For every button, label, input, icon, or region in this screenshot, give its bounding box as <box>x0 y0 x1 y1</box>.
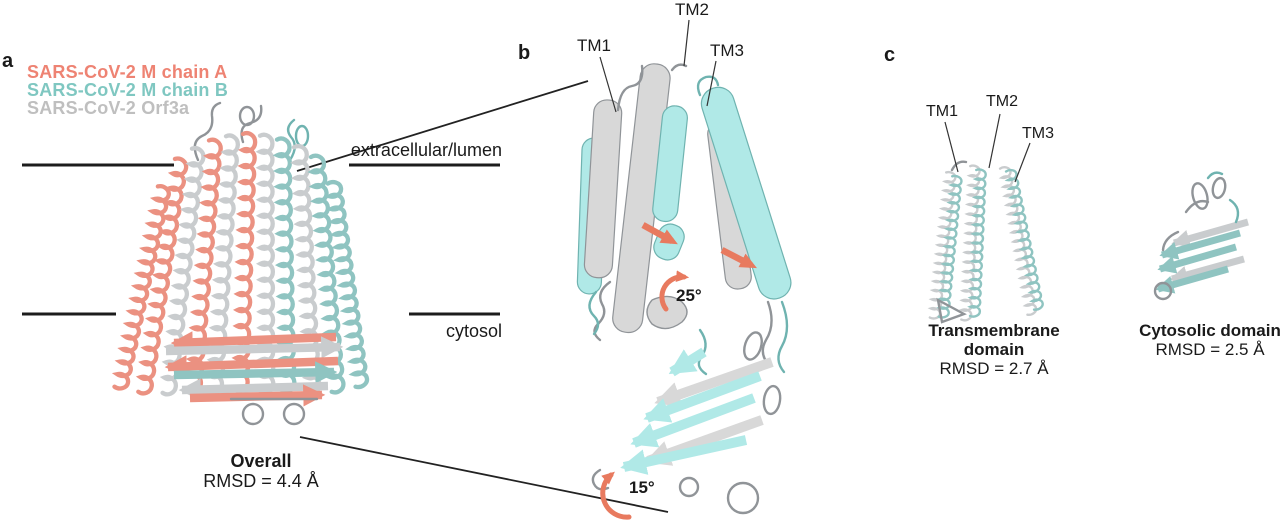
beta-strand <box>178 378 329 401</box>
panel-b-label: b <box>518 42 531 64</box>
loop-coil <box>238 105 256 127</box>
rotation-angle-upper: 25° <box>676 286 702 305</box>
loop-coil <box>761 300 773 368</box>
beta-strand <box>654 357 774 407</box>
loop-coil <box>286 118 296 162</box>
tm3-leader-line <box>706 60 717 107</box>
shift-arrow-upper <box>641 222 678 245</box>
bottom-loop <box>1153 281 1173 301</box>
bottom-loop <box>726 481 760 515</box>
loop-coil <box>670 63 688 72</box>
loop-coil <box>950 160 968 172</box>
bottom-loop <box>936 297 967 324</box>
loop-coil <box>1211 176 1227 200</box>
cytosolic-domain-caption: Cytosolic domain RMSD = 2.5 Å <box>1112 321 1280 359</box>
bottom-loop <box>678 476 700 498</box>
beta-strand <box>170 331 337 354</box>
membrane-lines <box>22 163 500 316</box>
beta-strand <box>164 355 339 378</box>
helix-orf3a <box>252 134 281 393</box>
panel-c-transmembrane-structure <box>928 113 1051 324</box>
transmembrane-domain-title: Transmembrane domain <box>928 321 1060 359</box>
tm3-leader-line <box>1014 142 1031 183</box>
beta-strand <box>1169 255 1245 284</box>
panel-a-structure <box>114 101 375 426</box>
panel-c-tm1-label: TM1 <box>926 103 958 120</box>
panel-b-tm3-label: TM3 <box>710 41 744 60</box>
loop-coil <box>777 300 789 374</box>
tm1-helix-orf3a <box>583 99 623 279</box>
legend-item-chain-b: SARS-CoV-2 M chain B <box>27 80 229 100</box>
beta-strand <box>165 336 344 359</box>
loop-coil <box>1184 199 1210 214</box>
loop-coil <box>1161 230 1180 252</box>
panel-c-cytosolic-structure <box>1153 171 1249 301</box>
panel-c-label: c <box>884 44 896 66</box>
panel-link-line-bottom <box>299 436 669 513</box>
tm1-leader-line <box>599 56 617 113</box>
legend-item-orf3a: SARS-CoV-2 Orf3a <box>27 98 190 118</box>
panel-b-structure <box>576 19 792 520</box>
helix-chain-a <box>114 184 170 391</box>
loop-coil <box>1191 182 1209 210</box>
loop-coil <box>743 331 763 361</box>
loop-coil <box>762 384 782 416</box>
hinge-lobe <box>646 295 688 330</box>
panel-a-caption-rmsd: RMSD = 4.4 Å <box>203 471 319 491</box>
bottom-loop <box>282 402 306 426</box>
panel-a-label: a <box>2 50 14 72</box>
panel-a-caption: Overall RMSD = 4.4 Å <box>176 451 346 491</box>
panel-a-caption-title: Overall <box>230 451 292 471</box>
loop-coil <box>1228 198 1240 224</box>
transmembrane-domain-rmsd: RMSD = 2.7 Å <box>939 359 1049 378</box>
cytosolic-domain-title: Cytosolic domain <box>1139 321 1280 340</box>
panel-b-tm2-label: TM2 <box>675 0 709 19</box>
panel-c-tm3-label: TM3 <box>1022 125 1054 142</box>
bottom-loop <box>241 402 265 426</box>
tm2-leader-line <box>988 113 1001 169</box>
tm2-leader-line <box>683 19 690 67</box>
beta-strand <box>189 384 326 407</box>
helix-chain-b <box>998 167 1051 312</box>
cytosolic-domain-rmsd: RMSD = 2.5 Å <box>1155 340 1265 359</box>
loop-coil <box>588 290 600 336</box>
beta-strand <box>643 371 762 423</box>
rotation-arrow-25 <box>659 270 690 312</box>
panel-link-line-top <box>296 80 589 172</box>
beta-strand <box>1171 218 1249 248</box>
panel-b-tm1-label: TM1 <box>577 36 611 55</box>
transmembrane-domain-caption: Transmembrane domain RMSD = 2.7 Å <box>896 321 1092 378</box>
membrane-bottom-label: cytosol <box>445 321 502 341</box>
loop-coil <box>1206 171 1224 180</box>
beta-strand <box>1157 243 1237 274</box>
panel-c-tm2-label: TM2 <box>986 93 1018 110</box>
rotation-arrow-15 <box>600 471 632 520</box>
loop-coil <box>696 75 720 97</box>
loop-coil <box>616 64 644 112</box>
tm1-leader-line <box>944 121 959 173</box>
membrane-top-label: extracellular/lumen <box>350 140 502 160</box>
shift-arrow-lower <box>720 247 758 269</box>
rotation-angle-lower: 15° <box>629 478 655 497</box>
beta-strand <box>668 347 707 377</box>
beta-strand <box>1159 229 1241 260</box>
loop-coil <box>294 124 310 148</box>
beta-strand <box>620 435 748 475</box>
legend: SARS-CoV-2 M chain A SARS-CoV-2 M chain … <box>27 63 228 117</box>
legend-item-chain-a: SARS-CoV-2 M chain A <box>27 62 228 82</box>
panel-link-lines <box>296 80 669 513</box>
tm3-helix-chain-b <box>700 86 792 300</box>
beta-strand <box>630 393 756 448</box>
tm2-helix-chain-b <box>652 105 688 223</box>
loop-coil <box>193 101 222 162</box>
beta-strand <box>173 361 338 384</box>
